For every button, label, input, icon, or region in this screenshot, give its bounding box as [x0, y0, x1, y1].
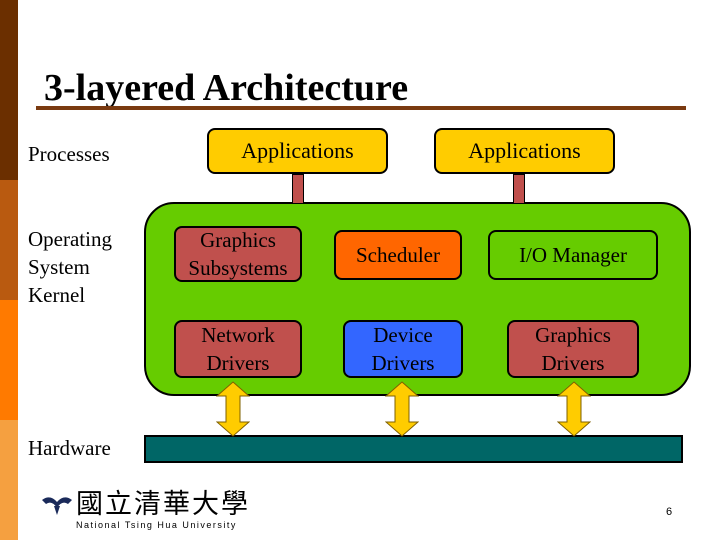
graphics-subsystems-box: Graphics Subsystems: [174, 226, 302, 282]
kernel-label: Operating System Kernel: [28, 227, 112, 307]
double-arrow-icon: [557, 381, 591, 437]
sidebar-segment: [0, 0, 18, 180]
double-arrow-icon: [216, 381, 250, 437]
graphics-drivers-box: Graphics Drivers: [507, 320, 639, 378]
application-box-2: Applications: [434, 128, 615, 174]
sidebar-segment: [0, 420, 18, 540]
scheduler-box: Scheduler: [334, 230, 462, 280]
processes-label: Processes: [28, 142, 110, 166]
nthu-emblem-icon: [42, 497, 72, 515]
network-drivers-box: Network Drivers: [174, 320, 302, 378]
slide-sidebar: [0, 0, 18, 540]
hardware-label: Hardware: [28, 436, 111, 460]
slide-title: 3-layered Architecture: [44, 67, 409, 109]
device-drivers-box: Device Drivers: [343, 320, 463, 378]
app-kernel-connector: [292, 174, 304, 203]
title-underline: [36, 106, 686, 110]
app-kernel-connector: [513, 174, 525, 203]
university-name-chinese: 國立清華大學: [76, 489, 250, 520]
university-name-english: National Tsing Hua University: [76, 520, 237, 530]
sidebar-segment: [0, 180, 18, 300]
application-box-1: Applications: [207, 128, 388, 174]
sidebar-segment: [0, 300, 18, 420]
double-arrow-icon: [385, 381, 419, 437]
page-number: 6: [666, 506, 673, 518]
io-manager-box: I/O Manager: [488, 230, 658, 280]
hardware-layer: [144, 435, 683, 463]
